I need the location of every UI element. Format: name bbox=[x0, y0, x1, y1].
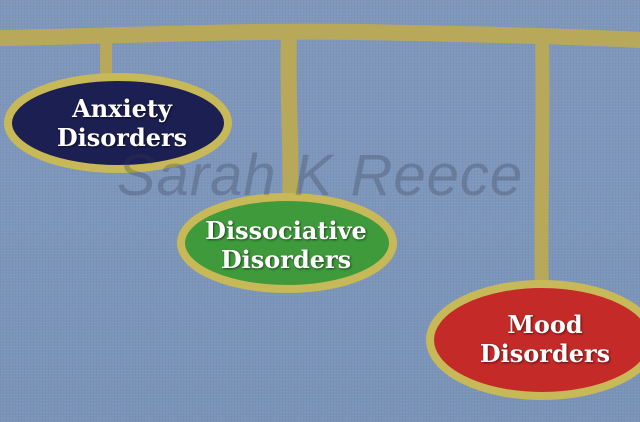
connector-dissociative bbox=[280, 35, 299, 206]
label-dissociative-disorders: Dissociative Disorders bbox=[186, 216, 386, 274]
connector-top-bar bbox=[0, 23, 640, 48]
label-anxiety-disorders: Anxiety Disorders bbox=[22, 94, 222, 152]
watermark: Sarah K Reece bbox=[116, 143, 524, 208]
label-mood-line1: Mood bbox=[507, 310, 583, 339]
connector-mood bbox=[534, 41, 550, 297]
label-dissociative-line1: Dissociative bbox=[205, 216, 367, 245]
node-anxiety-shape bbox=[4, 73, 232, 173]
node-mood-shape bbox=[426, 280, 640, 400]
label-mood-disorders: Mood Disorders bbox=[460, 310, 630, 368]
label-dissociative-line2: Disorders bbox=[220, 245, 352, 274]
label-anxiety-line2: Disorders bbox=[56, 123, 188, 152]
label-mood-line2: Disorders bbox=[479, 339, 611, 368]
node-dissociative-shape bbox=[177, 193, 397, 293]
label-anxiety-line1: Anxiety bbox=[72, 94, 172, 123]
